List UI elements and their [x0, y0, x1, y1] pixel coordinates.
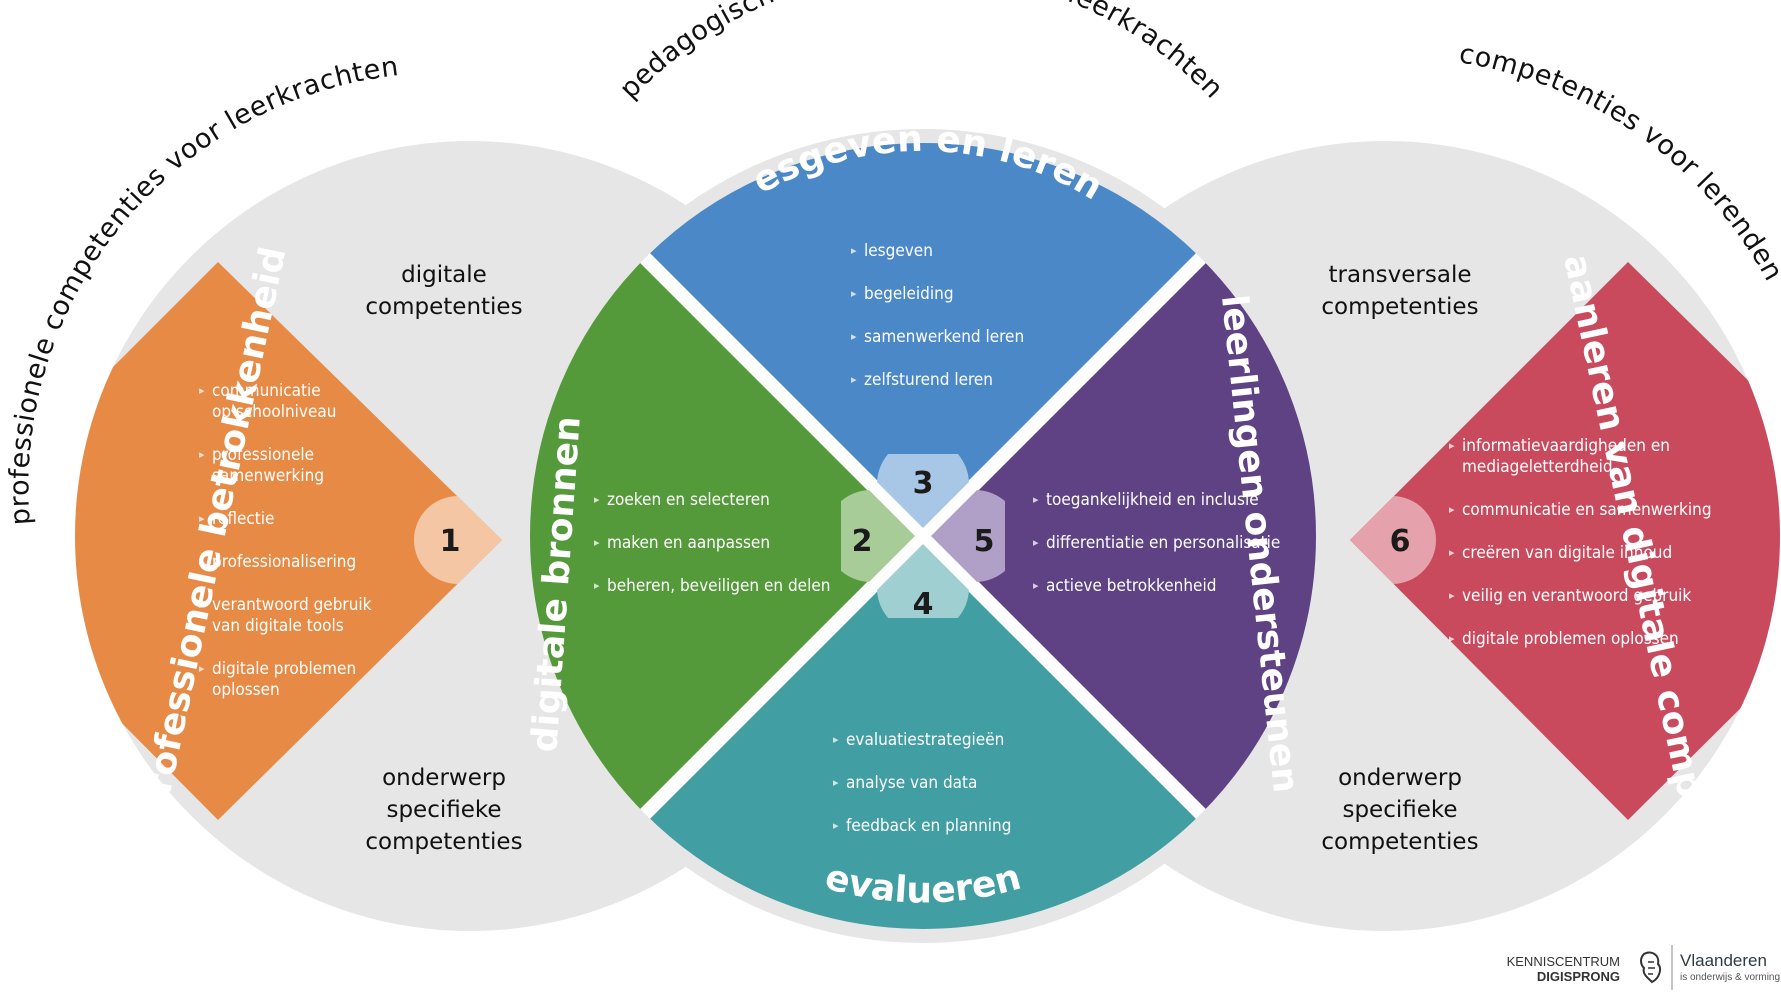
flemish-lion-icon — [1640, 951, 1661, 984]
side-labels: digitale competenties onderwerp specifieke c… — [365, 262, 1478, 855]
section-5-quadrant — [923, 136, 1323, 936]
section-6-diamond — [1350, 262, 1780, 820]
bullet-icon: ▸ — [199, 598, 205, 611]
bullet-icon: ▸ — [1033, 493, 1039, 506]
bullet-icon: ▸ — [594, 493, 600, 506]
section-2-number: 2 — [852, 524, 873, 559]
s4-item: analyse van data — [846, 773, 977, 793]
section-2-quadrant — [523, 136, 923, 936]
s1-item: oplossen — [212, 680, 280, 700]
bullet-icon: ▸ — [199, 448, 205, 461]
section-5-number: 5 — [974, 524, 995, 559]
s5-item: toegankelijkheid en inclusie — [1046, 490, 1259, 510]
s1-item: digitale problemen — [212, 659, 356, 679]
s1-item: communicatie — [212, 381, 321, 401]
side-label-left-top-line: competenties — [365, 294, 522, 320]
section-3-quadrant — [523, 136, 1323, 536]
side-label-right-top-line: transversale — [1329, 262, 1472, 288]
bullet-icon: ▸ — [199, 662, 205, 675]
s5-item: actieve betrokkenheid — [1046, 576, 1216, 596]
s2-item: beheren, beveiligen en delen — [607, 576, 830, 596]
section-4-quadrant — [523, 536, 1323, 936]
section-3-number: 3 — [913, 466, 934, 501]
bullet-icon: ▸ — [851, 244, 857, 257]
side-label-right-bottom-line: onderwerp — [1338, 765, 1462, 791]
s1-item: samenwerking — [212, 466, 324, 486]
s6-item: creëren van digitale inhoud — [1462, 543, 1672, 563]
bullet-icon: ▸ — [833, 733, 839, 746]
s1-item: op schoolniveau — [212, 402, 336, 422]
bullet-icon: ▸ — [1033, 579, 1039, 592]
s4-item: feedback en planning — [846, 816, 1011, 836]
side-label-right-bottom-line: competenties — [1321, 829, 1478, 855]
side-label-left-bottom-line: onderwerp — [382, 765, 506, 791]
logo-brand: Vlaanderen — [1680, 951, 1767, 970]
bullet-icon: ▸ — [199, 512, 205, 525]
s6-item: veilig en verantwoord gebruik — [1462, 586, 1691, 606]
bullet-icon: ▸ — [199, 384, 205, 397]
bullet-icon: ▸ — [851, 330, 857, 343]
s3-item: zelfsturend leren — [864, 370, 993, 390]
section-4-number: 4 — [913, 587, 934, 622]
s6-item: digitale problemen oplossen — [1462, 629, 1679, 649]
s1-item: van digitale tools — [212, 616, 344, 636]
center-circle-rim — [516, 129, 1330, 943]
bullet-icon: ▸ — [1449, 503, 1455, 516]
bullet-icon: ▸ — [851, 373, 857, 386]
bullet-icon: ▸ — [833, 819, 839, 832]
side-label-left-bottom-line: specifieke — [386, 797, 501, 823]
s1-item: reflectie — [212, 509, 274, 529]
s6-item: communicatie en samenwerking — [1462, 500, 1712, 520]
separator-diagonal-2 — [523, 136, 1323, 936]
s3-item: samenwerkend leren — [864, 327, 1024, 347]
s2-item: maken en aanpassen — [607, 533, 770, 553]
arc-title-center: pedagogische competenties voor leerkrach… — [614, 0, 1230, 105]
bullet-icon: ▸ — [594, 579, 600, 592]
s1-item: professionalisering — [212, 552, 356, 572]
s3-item: lesgeven — [864, 241, 933, 261]
bullet-icon: ▸ — [851, 287, 857, 300]
bullet-icon: ▸ — [1449, 439, 1455, 452]
logo-block: KENNISCENTRUM DIGISPRONG Vlaanderen is o… — [1507, 945, 1780, 990]
bullet-icon: ▸ — [1449, 589, 1455, 602]
bullet-icon: ▸ — [833, 776, 839, 789]
s5-item: differentiatie en personalisatie — [1046, 533, 1280, 553]
side-label-right-bottom-line: specifieke — [1342, 797, 1457, 823]
bullet-icon: ▸ — [199, 555, 205, 568]
s3-item: begeleiding — [864, 284, 954, 304]
logo-org-line1: KENNISCENTRUM — [1507, 954, 1620, 969]
logo-org-line2: DIGISPRONG — [1537, 969, 1620, 984]
s1-item: professionele — [212, 445, 314, 465]
bullet-icon: ▸ — [1033, 536, 1039, 549]
logo-tagline: is onderwijs & vorming — [1680, 972, 1780, 983]
section-1-number: 1 — [440, 524, 461, 559]
section-6-number: 6 — [1390, 524, 1411, 559]
bullet-icon: ▸ — [1449, 632, 1455, 645]
s6-item: informatievaardigheden en — [1462, 436, 1670, 456]
side-label-left-top-line: digitale — [401, 262, 487, 288]
s2-item: zoeken en selecteren — [607, 490, 770, 510]
s1-item: verantwoord gebruik — [212, 595, 372, 615]
side-label-right-top-line: competenties — [1321, 294, 1478, 320]
side-label-left-bottom-line: competenties — [365, 829, 522, 855]
center-quadrants — [523, 136, 1323, 936]
s4-item: evaluatiestrategieën — [846, 730, 1004, 750]
bullet-icon: ▸ — [594, 536, 600, 549]
s6-item: mediageletterdheid — [1462, 457, 1613, 477]
bullet-icon: ▸ — [1449, 546, 1455, 559]
